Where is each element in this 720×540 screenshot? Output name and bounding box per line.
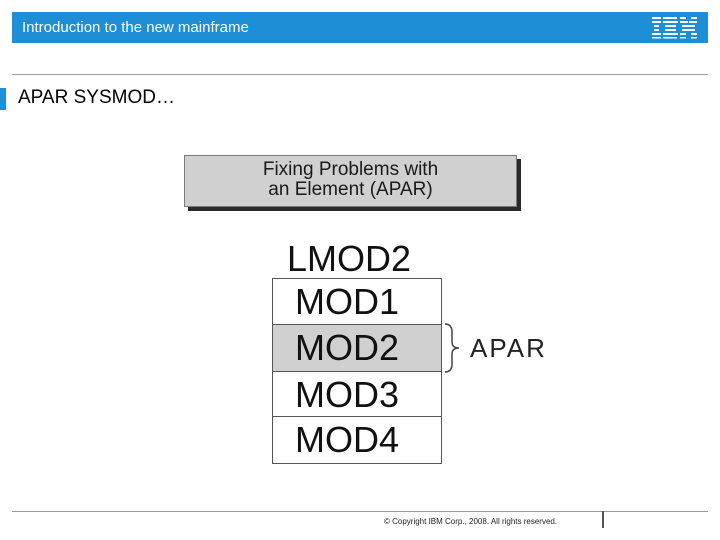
module-label: MOD3 bbox=[295, 374, 400, 415]
diagram-banner: Fixing Problems with an Element (APAR) bbox=[184, 155, 517, 207]
copyright-notice: © Copyright IBM Corp., 2008. All rights … bbox=[384, 517, 558, 526]
load-module-label: LMOD2 bbox=[287, 238, 412, 279]
ibm-logo-icon bbox=[652, 17, 697, 39]
header-divider bbox=[12, 74, 708, 75]
curly-brace-icon bbox=[444, 323, 460, 373]
module-label: MOD4 bbox=[295, 419, 400, 460]
title-accent-bar bbox=[0, 88, 6, 110]
module-row-highlighted: MOD2 bbox=[273, 325, 441, 372]
presentation-title: Introduction to the new mainframe bbox=[22, 19, 249, 36]
header-bar: Introduction to the new mainframe bbox=[12, 12, 708, 43]
module-row: MOD1 bbox=[273, 279, 441, 325]
apar-annotation: APAR bbox=[470, 333, 547, 363]
module-row: MOD4 bbox=[273, 417, 441, 463]
module-label: MOD1 bbox=[295, 281, 400, 322]
module-stack: MOD1 MOD2 MOD3 MOD4 bbox=[272, 278, 442, 464]
banner-line: an Element (APAR) bbox=[268, 179, 433, 200]
footer-divider bbox=[12, 511, 708, 512]
footer-divider-mark bbox=[602, 511, 604, 528]
banner-line: Fixing Problems with bbox=[262, 159, 439, 180]
module-label: MOD2 bbox=[295, 327, 400, 368]
slide-title: APAR SYSMOD… bbox=[18, 87, 175, 108]
module-row: MOD3 bbox=[273, 372, 441, 417]
